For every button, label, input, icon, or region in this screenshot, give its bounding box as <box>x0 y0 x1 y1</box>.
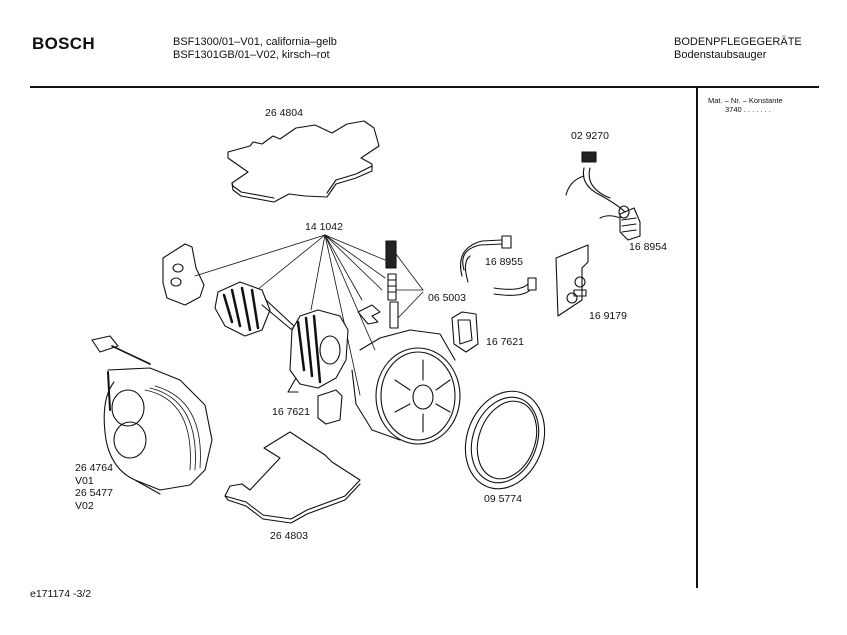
label-motor-holder-right: 16 7621 <box>486 336 524 348</box>
label-motor-set: 14 1042 <box>305 221 343 233</box>
label-motor-holder-left: 16 7621 <box>272 406 310 418</box>
label-connector: 16 8954 <box>629 241 667 253</box>
part-cable-reel[interactable] <box>92 336 212 494</box>
material-number-title: Mat. – Nr. – Konstante <box>708 96 783 105</box>
label-cable-reel-variant-v01: V01 <box>75 474 94 487</box>
part-motor-drum[interactable] <box>352 330 460 444</box>
part-filter-bottom[interactable] <box>225 432 360 523</box>
category-subtitle: Bodenstaubsauger <box>674 49 767 61</box>
header-divider <box>30 86 819 88</box>
part-motor-holder-right[interactable] <box>452 312 478 352</box>
label-seal-ring: 09 5774 <box>484 493 522 505</box>
label-filter-top: 26 4804 <box>265 107 303 119</box>
label-cable-reel-part-v02: 26 5477 <box>75 487 113 499</box>
model-line-v02: BSF1301GB/01–V02, kirsch–rot <box>173 49 330 61</box>
label-pcb: 16 9179 <box>589 310 627 322</box>
leader-lines-motor-set <box>195 235 385 395</box>
part-connector[interactable] <box>619 206 640 240</box>
label-cable-reel: 26 4764 V01 26 5477 V02 <box>75 462 113 512</box>
part-motor-holder-left[interactable] <box>318 390 342 424</box>
part-filter-top[interactable] <box>228 121 379 202</box>
part-carbon-brush[interactable] <box>358 241 423 328</box>
label-cable-reel-variant-v02: V02 <box>75 499 94 512</box>
part-bracket[interactable] <box>163 244 204 305</box>
label-filter-bottom: 26 4803 <box>270 530 308 542</box>
label-switch: 02 9270 <box>571 130 609 142</box>
category-title: BODENPFLEGEGERÄTE <box>674 36 802 48</box>
label-cable-reel-part-v01: 26 4764 <box>75 462 113 474</box>
material-number-panel: Mat. – Nr. – Konstante 3740 . . . . . . … <box>708 96 783 114</box>
label-cable-clip: 16 8955 <box>485 256 523 268</box>
material-number-value: 3740 . . . . . . . <box>725 105 771 114</box>
side-panel-divider <box>696 88 698 588</box>
part-seal-ring[interactable] <box>452 380 558 500</box>
category-block: BODENPFLEGEGERÄTE Bodenstaubsauger <box>674 36 802 62</box>
model-line-v01: BSF1300/01–V01, california–gelb <box>173 36 337 48</box>
label-carbon-brush: 06 5003 <box>428 292 466 304</box>
model-list: BSF1300/01–V01, california–gelb BSF1301G… <box>173 36 337 62</box>
bosch-logo: BOSCH <box>32 34 95 53</box>
part-pcb[interactable] <box>556 245 588 316</box>
page-code: e171174 -3/2 <box>30 588 92 600</box>
part-armature[interactable] <box>215 282 300 336</box>
part-cable-clip[interactable] <box>461 236 536 295</box>
part-field-coil[interactable] <box>288 310 348 392</box>
